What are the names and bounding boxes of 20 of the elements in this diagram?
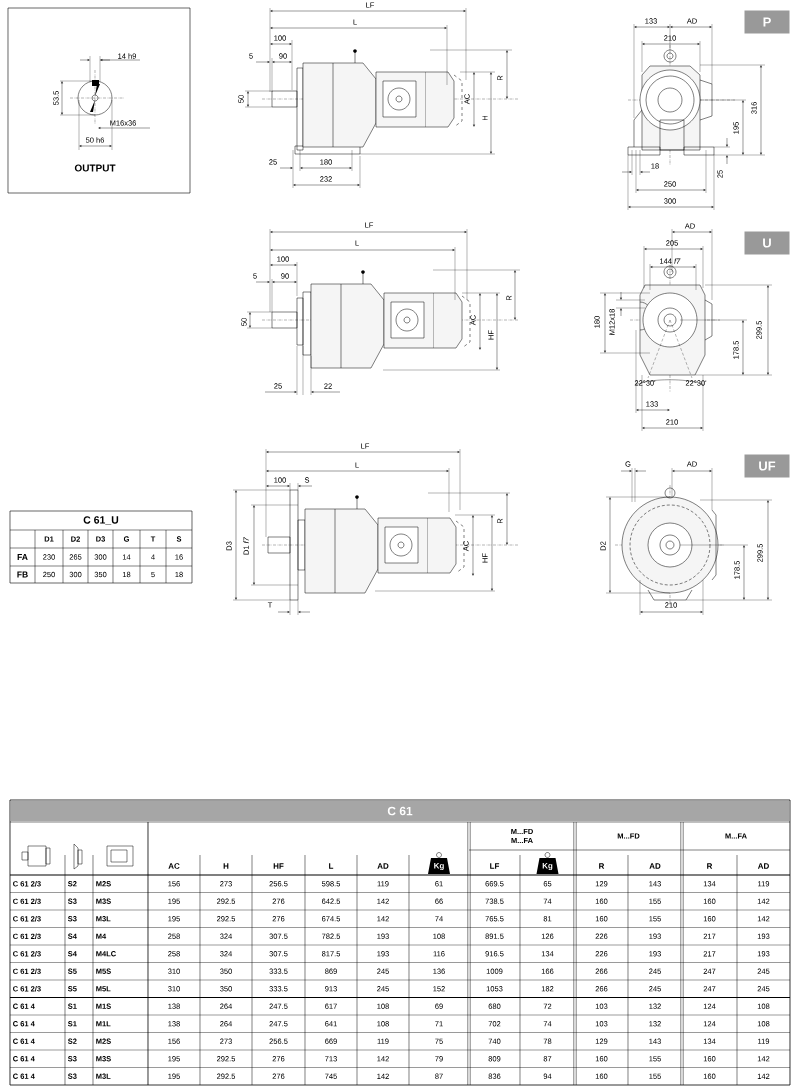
column-header: AD (377, 863, 389, 869)
unit-label: Kg (434, 862, 444, 871)
table-title: C 61 (11, 800, 789, 822)
table-title: C 61_U (83, 516, 119, 525)
column-header: H (223, 863, 229, 869)
row-header: FA (17, 554, 28, 560)
column-header: LF (490, 863, 500, 869)
column-header: HF (273, 863, 284, 869)
view-badge: UF (744, 454, 790, 478)
column-header: AD (757, 863, 769, 869)
panel-title: OUTPUT (74, 164, 116, 172)
column-header: R (599, 863, 605, 869)
view-badge: P (744, 10, 790, 34)
unit-label: Kg (542, 862, 553, 871)
view-badge: U (744, 231, 790, 255)
column-header: AC (168, 863, 180, 869)
column-header: AD (649, 863, 661, 869)
row-header: FB (17, 571, 28, 578)
column-header: L (329, 863, 334, 869)
column-header: R (707, 863, 713, 869)
